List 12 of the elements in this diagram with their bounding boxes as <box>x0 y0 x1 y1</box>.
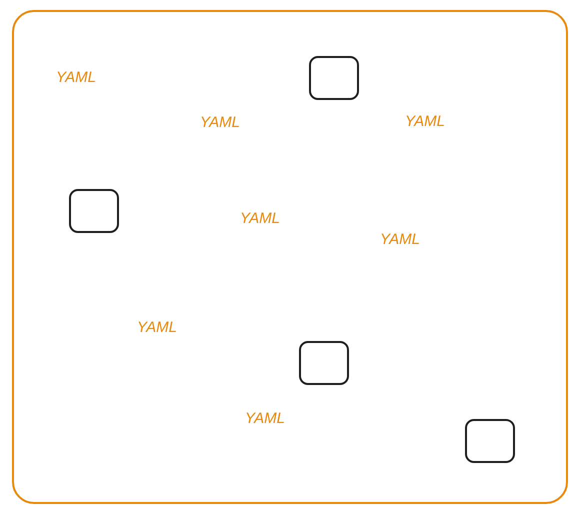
empty-box <box>465 419 515 463</box>
yaml-label: YAML <box>137 320 178 335</box>
frame-box <box>12 10 568 504</box>
yaml-label: YAML <box>200 115 240 130</box>
yaml-label: YAML <box>405 114 446 129</box>
yaml-label: YAML <box>56 70 96 85</box>
empty-box <box>299 341 349 385</box>
yaml-label: YAML <box>380 232 420 247</box>
yaml-label: YAML <box>245 411 286 426</box>
empty-box <box>309 56 359 100</box>
yaml-label: YAML <box>240 211 280 226</box>
empty-box <box>69 189 119 233</box>
